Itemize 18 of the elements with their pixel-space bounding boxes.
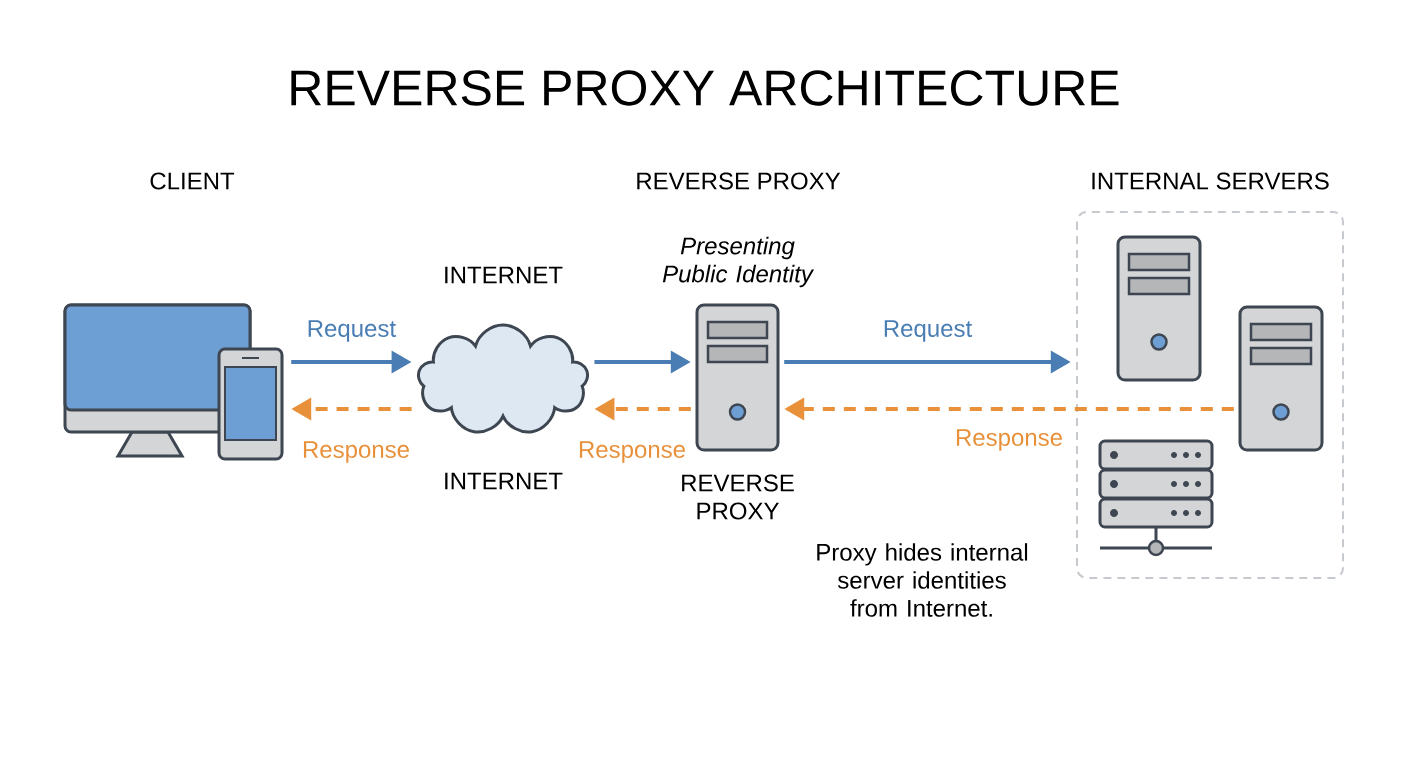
edge-label: Request [308,320,396,342]
title: REVERSE PROXY ARCHITECTURE [291,70,1119,106]
column-heading: CLIENT [150,172,235,190]
note-text: Proxy hides internal server identities from Internet. [817,543,1028,617]
computer-drawing [63,303,284,461]
node-label: REVERSE PROXY [682,474,794,520]
server-drawing [1116,235,1202,382]
node-label: INTERNET [445,472,563,490]
edge-label: Response [579,441,685,463]
server-rack-drawing [1098,439,1214,557]
edge-label: Response [303,441,409,463]
group-heading: INTERNAL SERVERS [1092,172,1329,190]
edge-label: Response [956,429,1062,451]
edge-label: Request [884,320,972,342]
column-heading: REVERSE PROXY [637,172,841,190]
server-drawing [1238,305,1324,452]
node-label: Presenting Public Identity [662,236,815,288]
node-label: INTERNET [445,266,563,284]
